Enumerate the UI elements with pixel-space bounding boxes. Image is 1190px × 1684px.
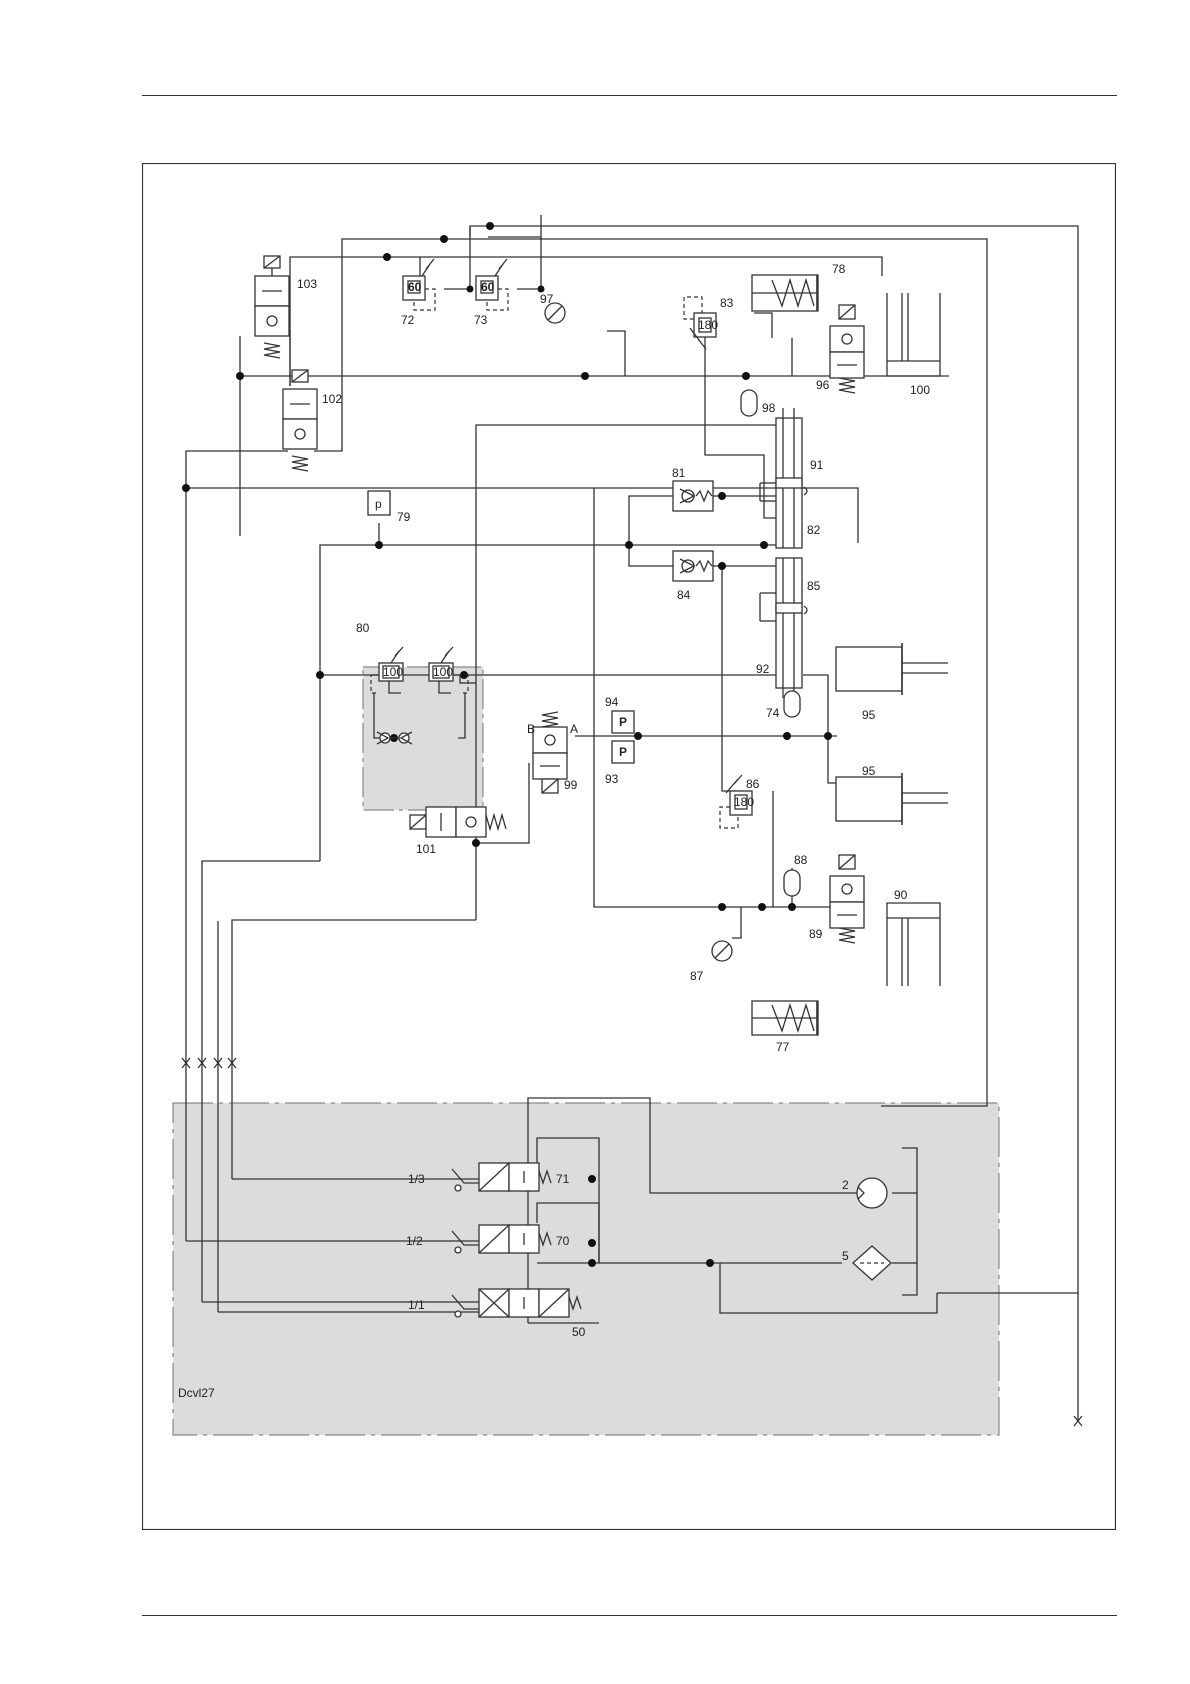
solenoid-valve-103: [255, 256, 289, 358]
pressure-valve-72: 60: [403, 259, 435, 310]
cylinder-100: [887, 293, 940, 376]
label-86: 86: [746, 777, 760, 791]
spring-cylinder-78: [752, 275, 818, 311]
pressure-switch-93: P: [612, 741, 634, 763]
switch-79-symbol: p: [375, 497, 382, 511]
label-79: 79: [397, 510, 411, 524]
label-50: 50: [572, 1325, 586, 1339]
accumulator-88: [784, 870, 800, 896]
cylinder-95-bottom: [836, 773, 948, 825]
valve-83-setting: 180: [698, 318, 718, 332]
label-5: 5: [842, 1249, 849, 1263]
label-74: 74: [766, 706, 780, 720]
valve-99-port-a: A: [570, 722, 578, 736]
label-81: 81: [672, 466, 686, 480]
drawing-code: Dcvl27: [178, 1386, 215, 1400]
pressure-gauge-97: [545, 303, 565, 323]
label-100: 100: [910, 383, 930, 397]
label-78: 78: [832, 262, 846, 276]
label-88: 88: [794, 853, 808, 867]
valve-80a-setting: 100: [383, 665, 403, 679]
pressure-switch-79: p: [368, 491, 390, 515]
valve-72-setting: 60: [408, 280, 422, 294]
spring-cylinder-77: [752, 1001, 818, 1035]
label-82: 82: [807, 523, 821, 537]
check-valve-81: [673, 481, 713, 511]
footer-rule: [142, 1615, 1117, 1616]
label-91: 91: [810, 458, 824, 472]
label-95-bottom: 95: [862, 764, 876, 778]
label-2: 2: [842, 1178, 849, 1192]
label-97: 97: [540, 292, 554, 306]
solenoid-valve-96: [830, 305, 864, 393]
valve-80b-setting: 100: [433, 665, 453, 679]
cylinder-91: [760, 408, 807, 548]
label-lever-1-1: 1/1: [408, 1298, 425, 1312]
accumulator-98: [741, 390, 757, 416]
label-70: 70: [556, 1234, 570, 1248]
pressure-valve-73: 60: [476, 259, 508, 310]
label-77: 77: [776, 1040, 790, 1054]
label-72: 72: [401, 313, 415, 327]
hydraulic-schematic: 60 60 180: [142, 163, 1116, 1530]
label-90: 90: [894, 888, 908, 902]
label-96: 96: [816, 378, 830, 392]
solenoid-valve-89: [830, 855, 864, 943]
label-71: 71: [556, 1172, 570, 1186]
pressure-valve-83: 180: [684, 297, 718, 349]
label-89: 89: [809, 927, 823, 941]
label-85: 85: [807, 579, 821, 593]
check-valve-84: [673, 551, 713, 581]
cylinder-92: [760, 558, 807, 698]
label-87: 87: [690, 969, 704, 983]
pressure-switch-94: P: [612, 711, 634, 733]
label-73: 73: [474, 313, 488, 327]
label-98: 98: [762, 401, 776, 415]
label-102: 102: [322, 392, 342, 406]
label-94: 94: [605, 695, 619, 709]
cylinder-95-top: [836, 643, 948, 695]
label-101: 101: [416, 842, 436, 856]
switch-94-symbol: P: [619, 715, 627, 729]
label-99: 99: [564, 778, 578, 792]
label-lever-1-3: 1/3: [408, 1172, 425, 1186]
cylinder-90: [887, 903, 940, 986]
valve-73-setting: 60: [481, 280, 495, 294]
pump-2: [857, 1178, 887, 1208]
label-83: 83: [720, 296, 734, 310]
label-103: 103: [297, 277, 317, 291]
label-84: 84: [677, 588, 691, 602]
label-95-top: 95: [862, 708, 876, 722]
label-92: 92: [756, 662, 770, 676]
valve-86-setting: 180: [734, 795, 754, 809]
accumulator-74: [784, 691, 800, 717]
valve-99-port-b: B: [527, 722, 535, 736]
header-rule: [142, 95, 1117, 96]
label-93: 93: [605, 772, 619, 786]
solenoid-valve-101: [410, 807, 506, 837]
switch-93-symbol: P: [619, 745, 627, 759]
label-80: 80: [356, 621, 370, 635]
solenoid-valve-102: [283, 370, 317, 471]
label-lever-1-2: 1/2: [406, 1234, 423, 1248]
pressure-gauge-87: [712, 941, 732, 961]
